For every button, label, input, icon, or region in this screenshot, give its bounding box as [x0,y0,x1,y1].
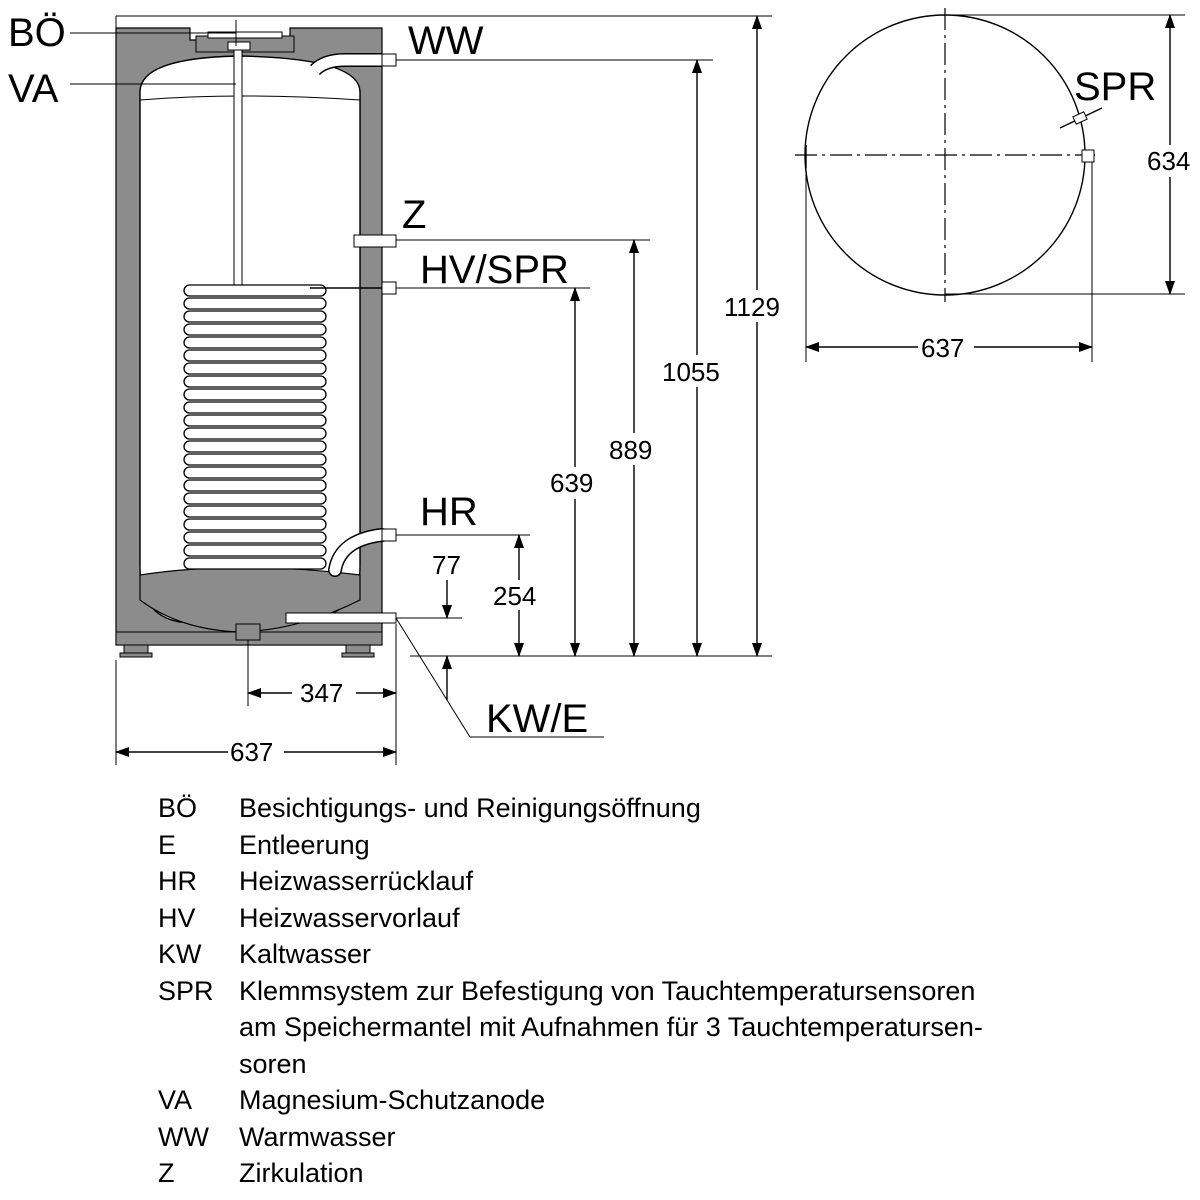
legend-abbreviation: KW [158,939,202,969]
legend-abbreviation: Z [158,1158,175,1188]
coil-turn [183,492,327,505]
legend-description: Klemmsystem zur Befestigung von Tauchtem… [239,975,983,1079]
legend-description: Heizwasservorlauf [239,902,460,933]
coil-turn [183,479,327,492]
dim-77: 77 [432,550,461,580]
spr-fitting-top [1081,149,1095,163]
bottom-fitting [235,623,261,641]
legend-description: Besichtigungs- und Reinigungsöffnung [239,793,701,823]
coil-turn [183,453,327,466]
coil-turn [183,544,327,557]
dim-889: 889 [609,435,652,465]
coil-turn [183,362,327,375]
heating-coil [183,284,327,570]
legend-description: Kaltwasser [239,939,372,969]
legend-row: BÖ Besichtigungs- und Reinigungsöffnung [158,790,1058,827]
label-bo: BÖ [8,11,66,55]
legend-row: Z Zirkulation [158,1155,1058,1192]
coil-turn [183,440,327,453]
legend-abbreviation: VA [158,1085,193,1115]
legend-row: HR Heizwasserrücklauf [158,863,1058,900]
connection-stubs [285,53,397,624]
technical-drawing: 1129 1055 889 639 254 77 347 637 BÖ VA W… [8,8,1197,767]
coil-turn [183,284,327,297]
legend-abbreviation: HR [158,866,197,896]
anode-rod [233,49,243,286]
coil-turn [183,401,327,414]
legend-abbreviation: WW [158,1121,209,1152]
coil-turn [183,414,327,427]
coil-turn [183,375,327,388]
coil-turn [183,427,327,440]
legend-row: KW Kaltwasser [158,936,1058,973]
tank-top-view [795,8,1197,362]
dim-347: 347 [300,678,343,708]
legend-row: SPR Klemmsystem zur Befestigung von Tauch… [158,973,1058,1083]
dim-1129: 1129 [724,292,780,322]
label-va: VA [8,67,59,111]
coil-turn [183,388,327,401]
legend-abbreviation: SPR [158,975,214,1006]
coil-turn [183,531,327,544]
dim-639: 639 [550,468,593,498]
coil-turn [183,349,327,362]
inspection-opening [195,31,295,53]
label-hv-spr: HV/SPR [420,248,569,292]
legend-row: VA Magnesium-Schutzanode [158,1082,1058,1119]
legend-description: Entleerung [239,829,370,860]
coil-turn [183,323,327,336]
coil-turn [183,505,327,518]
dim-637-top: 637 [921,333,964,363]
label-z: Z [402,193,426,237]
label-ww: WW [408,19,484,63]
coil-turn [183,310,327,323]
legend-abbreviation: HV [158,902,196,933]
tank-side-view [115,27,397,658]
dim-637-bottom: 637 [230,737,273,767]
label-spr: SPR [1074,65,1156,109]
dim-254: 254 [493,581,536,611]
coil-turn [183,518,327,531]
legend-description: Magnesium-Schutzanode [239,1085,546,1115]
coil-turn [183,557,327,570]
coil-turn [183,297,327,310]
legend-description: Zirkulation [239,1158,364,1188]
legend-row: WW Warmwasser [158,1119,1058,1156]
legend-description: Heizwasserrücklauf [239,866,474,896]
legend-description: Warmwasser [239,1121,396,1152]
legend-abbreviation: BÖ [158,793,198,823]
legend-abbreviation: E [158,829,177,860]
dim-634: 634 [1147,146,1190,176]
tank-feet [119,644,375,658]
label-hr: HR [420,490,478,534]
coil-turn [183,466,327,479]
label-kw-e: KW/E [486,697,588,741]
dim-1055: 1055 [662,357,720,387]
legend-row: HV Heizwasservorlauf [158,900,1058,937]
legend-row: E Entleerung [158,827,1058,864]
coil-turn [183,336,327,349]
